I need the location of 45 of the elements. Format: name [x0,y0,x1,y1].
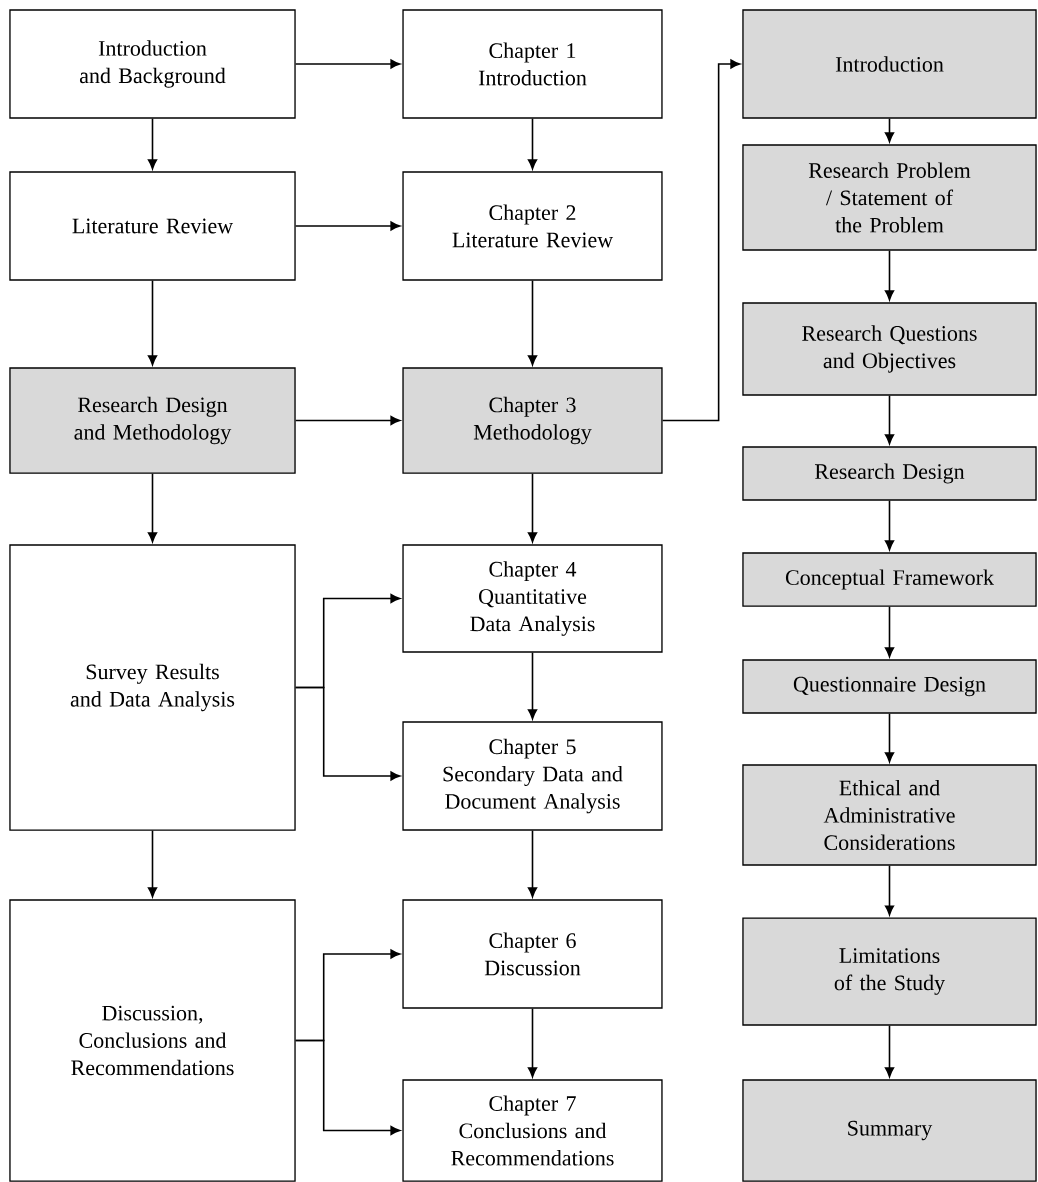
arrow [527,1007,538,1078]
arrow [884,249,895,301]
chapter-box: Chapter 6 Discussion [402,899,663,1009]
arrow [527,472,538,543]
arrow [147,117,158,170]
arrow [527,651,538,720]
arrow [884,117,895,143]
section-box: Limitations of the Study [742,917,1037,1026]
chapter-box: Chapter 7 Conclusions and Recommendations [402,1079,663,1182]
process-box: Survey Results and Data Analysis [9,544,296,831]
section-box: Summary [742,1079,1037,1182]
arrow [527,829,538,898]
chapter-box: Chapter 2 Literature Review [402,171,663,281]
section-box: Research Problem / Statement of the Problem [742,144,1037,251]
arrow [294,686,401,781]
section-box: Ethical and Administrative Considerations [742,764,1037,866]
arrow [294,1039,401,1136]
chapter-box: Chapter 3 Methodology [402,367,663,474]
arrow [147,472,158,543]
arrow [527,279,538,366]
process-box: Introduction and Background [9,9,296,119]
chapter-box: Chapter 4 Quantitative Data Analysis [402,544,663,653]
arrow [884,712,895,763]
section-box: Research Questions and Objectives [742,302,1037,396]
arrow [527,117,538,170]
section-box: Introduction [742,9,1037,119]
arrow [884,864,895,916]
arrow [884,605,895,658]
arrow [884,499,895,551]
section-box: Questionnaire Design [742,659,1037,714]
process-box: Discussion, Conclusions and Recommendations [9,899,296,1182]
section-box: Conceptual Framework [742,552,1037,607]
chapter-box: Chapter 1 Introduction [402,9,663,119]
chapter-box: Chapter 5 Secondary Data and Document Analysis [402,721,663,831]
process-box: Literature Review [9,171,296,281]
arrow [147,279,158,366]
arrow [884,1024,895,1078]
section-box: Research Design and Methodology [9,367,296,474]
arrow [294,415,401,426]
arrow [147,829,158,898]
arrow [294,59,401,69]
section-box: Research Design [742,446,1037,501]
arrow [884,394,895,445]
arrow [294,221,401,231]
arrow [661,59,741,422]
